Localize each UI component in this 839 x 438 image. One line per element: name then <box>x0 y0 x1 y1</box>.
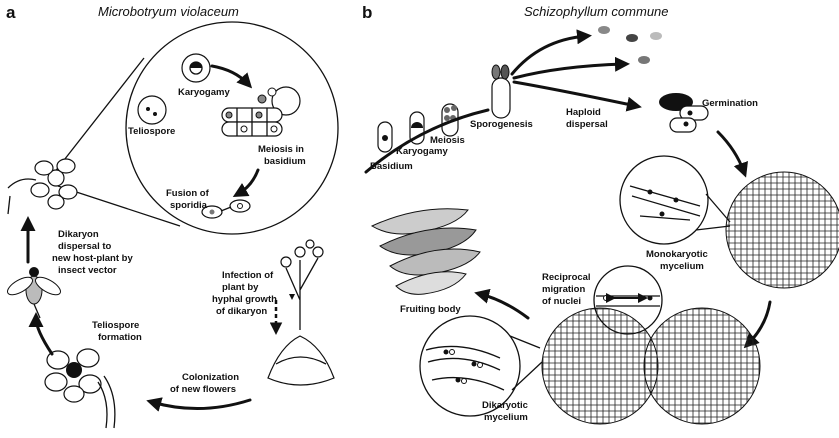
panel-a-title: Microbotryum violaceum <box>98 4 239 19</box>
label-basidium: Basidium <box>370 161 413 172</box>
label-dikaryon-1: Dikaryon <box>58 229 99 240</box>
karyogamy-cell-a <box>181 53 211 83</box>
label-meiosis-line1: Meiosis in <box>258 144 304 155</box>
panel-a: a Microbotryum violaceum <box>6 3 339 429</box>
zoom-circle-monokaryotic <box>619 155 731 245</box>
label-infection-2: plant by <box>222 282 259 293</box>
fruiting-body-icon <box>370 208 481 295</box>
label-teliospore-formation-2: formation <box>98 332 142 343</box>
panel-b: b Schizophyllum commune Basidium Karyoga… <box>362 3 839 425</box>
label-colonization-2: of new flowers <box>170 384 236 395</box>
label-dikaryotic-1: Dikaryotic <box>482 400 528 411</box>
zoom-circle-dikaryotic <box>419 315 543 417</box>
germinating-spore <box>659 93 709 133</box>
label-haploid: Haploid <box>566 107 601 118</box>
label-infection-3: hyphal growth <box>212 294 277 305</box>
label-dikaryon-4: insect vector <box>58 265 117 276</box>
monokaryotic-mycelium <box>725 171 839 289</box>
arrow-dispersal-3 <box>512 80 642 112</box>
label-teliospore-formation-1: Teliospore <box>92 320 139 331</box>
basidium-cells <box>221 86 301 137</box>
label-dikaryon-2: dispersal to <box>58 241 112 252</box>
label-reciprocal-1: Reciprocal <box>542 272 591 283</box>
label-karyogamy-b: Karyogamy <box>396 146 448 157</box>
panel-a-letter: a <box>6 3 16 22</box>
teliospore-flower-icon <box>44 348 116 429</box>
label-teliospore: Teliospore <box>128 126 175 137</box>
label-dikaryotic-2: mycelium <box>484 412 528 423</box>
label-fruiting-body: Fruiting body <box>400 304 461 315</box>
teliospore-cell <box>137 95 167 125</box>
label-germination: Germination <box>702 98 758 109</box>
label-meiosis-b: Meiosis <box>430 135 465 146</box>
label-monokaryotic-1: Monokaryotic <box>646 249 708 260</box>
label-fusion-line1: Fusion of <box>166 188 210 199</box>
arrow-flower-insect <box>28 312 54 356</box>
arrow-dispersal-1 <box>510 29 592 76</box>
label-colonization-1: Colonization <box>182 372 239 383</box>
label-meiosis-line2: basidium <box>264 156 306 167</box>
label-dikaryon-3: new host-plant by <box>52 253 133 264</box>
infected-flower-icon <box>7 158 78 215</box>
arrow-dispersal-2 <box>512 56 630 80</box>
host-plant-icon <box>267 239 335 386</box>
arrow-sporogenesis <box>364 108 490 174</box>
label-karyogamy-a: Karyogamy <box>178 87 230 98</box>
label-infection-4: of dikaryon <box>216 306 267 317</box>
dikaryotic-mycelium-right <box>643 307 761 425</box>
label-infection-1: Infection of <box>222 270 274 281</box>
arrow-germination <box>716 130 748 178</box>
arrow-karyogamy-meiosis <box>210 64 253 89</box>
label-reciprocal-3: of nuclei <box>542 296 581 307</box>
label-fusion-line2: sporidia <box>170 200 208 211</box>
sporidia-fusion <box>201 199 251 219</box>
panel-b-title: Schizophyllum commune <box>524 4 669 19</box>
spores <box>598 26 662 64</box>
insect-vector-icon <box>7 267 61 319</box>
dikaryotic-mycelium-left <box>541 307 659 425</box>
panel-b-letter: b <box>362 3 372 22</box>
label-monokaryotic-2: mycelium <box>660 261 704 272</box>
zoom-circle-a <box>49 21 339 235</box>
zoom-circle-migration <box>593 265 663 335</box>
label-sporogenesis: Sporogenesis <box>470 119 533 130</box>
label-dispersal: dispersal <box>566 119 608 130</box>
label-reciprocal-2: migration <box>542 284 585 295</box>
arrow-meiosis-fusion <box>232 168 260 197</box>
arrow-plant-flower <box>146 397 252 412</box>
arrow-dikaryotic-fruiting <box>474 288 530 320</box>
